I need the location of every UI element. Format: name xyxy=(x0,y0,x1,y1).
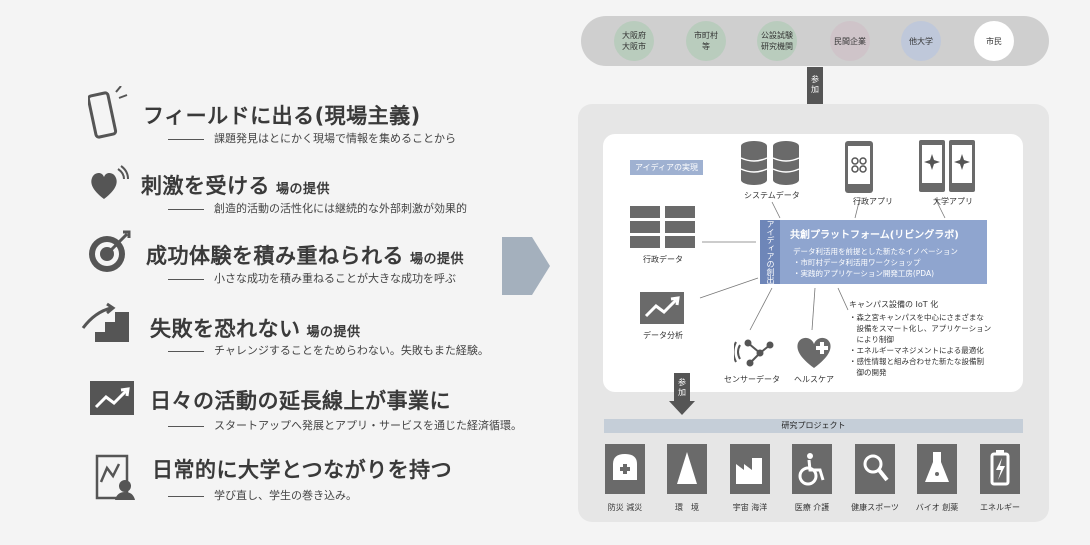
project-label-space-ocean: 宇宙 海洋 xyxy=(732,503,768,512)
health-care-label: ヘルスケア xyxy=(794,375,834,384)
platform-title: 共創プラットフォーム(リビングラボ) xyxy=(790,230,959,241)
flask-icon xyxy=(925,452,949,482)
health-care-icon xyxy=(794,334,834,370)
project-space-ocean xyxy=(730,444,770,494)
org-osaka: 大阪府 大阪市 xyxy=(614,21,654,61)
field-item-sub-3: 小さな成功を積み重ねることが大きな成功を呼ぶ xyxy=(168,270,456,286)
org-municipality: 市町村 等 xyxy=(686,21,726,61)
project-medical-care xyxy=(792,444,832,494)
field-item-sub-4: チャレンジすることをためらわない。失敗もまた経験。 xyxy=(168,342,489,358)
field-item-title-5: 日々の活動の延長線上が事業に xyxy=(150,389,451,413)
stairs-icon xyxy=(81,302,133,344)
project-bio-drug xyxy=(917,444,957,494)
field-item-title-4: 失敗を恐れない場の提供 xyxy=(150,317,361,341)
field-item-sub-5: スタートアップへ発展とアプリ・サービスを通じた経済循環。 xyxy=(168,417,522,433)
server-icon xyxy=(630,206,696,248)
field-item-suffix-3: 場の提供 xyxy=(410,252,465,267)
campus-iot-line-5: ・感性情報と組み合わせた新たな設備制 xyxy=(849,357,984,366)
data-analysis-label: データ分析 xyxy=(643,331,683,340)
field-item-title-1: フィールドに出る(現場主義) xyxy=(143,104,421,128)
admin-app-icon xyxy=(845,141,873,193)
battery-icon xyxy=(990,450,1010,486)
admin-data-label: 行政データ xyxy=(643,255,683,264)
field-item-title-3: 成功体験を積み重ねられる場の提供 xyxy=(146,244,465,268)
field-item-title-2: 刺激を受ける場の提供 xyxy=(141,174,331,198)
flow-arrow-icon xyxy=(502,237,550,295)
field-item-sub-1: 課題発見はとにかく現場で情報を集めることから xyxy=(168,130,456,146)
campus-iot-line-2: 設備をスマート化し、アプリケーション xyxy=(849,324,992,333)
join-label-top: 参 加 xyxy=(811,75,819,94)
university-app-label: 大学アプリ xyxy=(933,197,973,206)
project-label-bio-drug: バイオ 創薬 xyxy=(915,503,959,512)
field-item-suffix-2: 場の提供 xyxy=(276,182,331,197)
project-disaster xyxy=(605,444,645,494)
environment-icon xyxy=(677,452,697,484)
organization-bar xyxy=(581,16,1049,66)
project-label-medical-care: 医療 介護 xyxy=(794,503,830,512)
campus-iot-title: キャンパス設備の IoT 化 xyxy=(849,300,939,309)
project-label-disaster: 防災 減災 xyxy=(607,503,643,512)
campus-iot-line-1: ・森之宮キャンパスを中心にさまざまな xyxy=(849,313,984,322)
magnifier-icon xyxy=(863,454,889,482)
university-app-icon xyxy=(919,140,975,192)
org-research-institute: 公設試験 研究機関 xyxy=(757,21,797,61)
sensor-data-label: センサーデータ xyxy=(724,375,780,384)
target-icon xyxy=(87,230,131,274)
join-arrow-bottom: 参 加 xyxy=(669,373,695,415)
smartphone-icon xyxy=(88,86,130,140)
platform-line-1: データ利活用を前提とした新たなイノベーション xyxy=(793,247,958,256)
field-item-suffix-4: 場の提供 xyxy=(306,325,361,340)
org-private-company: 民間企業 xyxy=(830,21,870,61)
field-item-sub-6: 学び直し、学生の巻き込み。 xyxy=(168,487,357,503)
project-environment xyxy=(667,444,707,494)
factory-icon xyxy=(736,458,762,484)
project-label-environment: 環 境 xyxy=(675,503,699,512)
sensor-icon xyxy=(734,333,776,371)
admin-app-label: 行政アプリ xyxy=(853,197,893,206)
campus-iot-line-3: により制御 xyxy=(849,335,894,344)
org-citizens: 市民 xyxy=(974,21,1014,61)
project-energy xyxy=(980,444,1020,494)
project-health-sports xyxy=(855,444,895,494)
org-other-university: 他大学 xyxy=(901,21,941,61)
database-icon xyxy=(740,140,802,186)
project-label-energy: エネルギー xyxy=(980,503,1020,512)
data-analysis-icon xyxy=(640,292,684,324)
field-item-sub-2: 創造的活動の活性化には継続的な外部刺激が効果的 xyxy=(168,200,467,216)
idea-creation-label: アイディアの創出 xyxy=(760,220,780,284)
disaster-icon xyxy=(613,454,637,480)
connector-lines xyxy=(699,197,946,331)
wheelchair-icon xyxy=(798,453,825,486)
trend-chart-icon xyxy=(90,381,134,415)
project-label-health-sports: 健康スポーツ xyxy=(851,503,899,512)
campus-iot-line-4: ・エネルギーマネジメントによる最適化 xyxy=(849,346,984,355)
join-label-bottom: 参 加 xyxy=(678,378,686,397)
field-item-title-6: 日常的に大学とつながりを持つ xyxy=(152,458,453,482)
co-creation-platform xyxy=(760,220,987,284)
heart-icon xyxy=(88,165,130,205)
person-chart-icon xyxy=(95,454,135,500)
research-projects-header: 研究プロジェクト xyxy=(604,419,1023,433)
platform-line-3: ・実践的アプリケーション開発工房(PDA) xyxy=(793,269,934,278)
idea-realization-tag: アイディアの実現 xyxy=(630,160,704,175)
platform-line-2: ・市町村データ利活用ワークショップ xyxy=(793,258,921,267)
system-data-label: システムデータ xyxy=(744,191,800,200)
campus-iot-line-6: 御の開発 xyxy=(849,368,887,377)
